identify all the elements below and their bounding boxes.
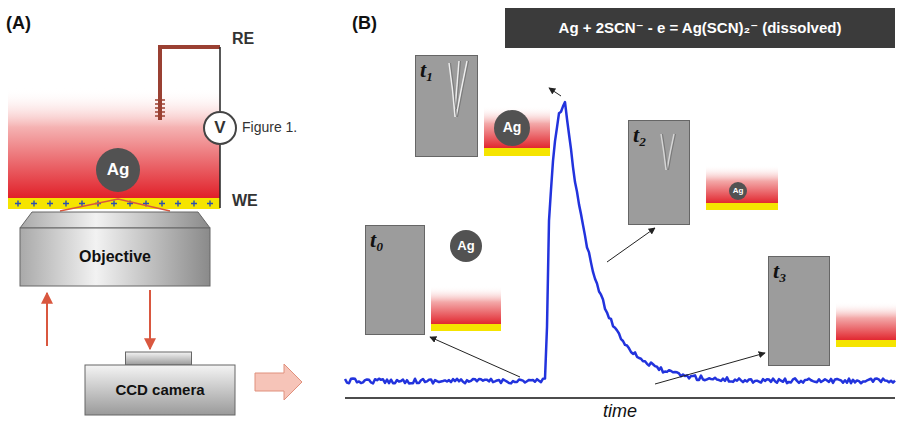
solution-layer — [484, 106, 550, 150]
silver-particle: Ag — [729, 182, 747, 200]
silver-particle: Ag — [450, 230, 482, 262]
time-axis — [345, 397, 895, 399]
node-text: Ag — [733, 187, 744, 196]
panel-letter: (A) — [6, 14, 31, 34]
solution-layer — [8, 88, 220, 200]
node-text: t₃ — [773, 259, 787, 283]
figure-note: Figure 1. — [242, 120, 297, 135]
terminal-name: RE — [232, 30, 254, 48]
objective-lens: Objective — [20, 212, 210, 286]
image-frame: t₁ — [415, 55, 478, 157]
voltmeter: V — [203, 111, 237, 145]
pointer-arrow — [430, 337, 520, 377]
gold-electrode — [484, 148, 550, 156]
silver-particle: Ag — [494, 110, 530, 146]
light-ray — [60, 199, 170, 211]
solution-layer — [706, 165, 778, 205]
image-frame: t₂ — [628, 120, 690, 225]
pointer-arrow — [607, 228, 655, 262]
image-frame: t₀ — [365, 225, 425, 335]
electrode-coil — [155, 100, 165, 116]
ccd-camera: CCD camera — [85, 352, 235, 415]
pointer-arrow — [549, 88, 561, 96]
silver-particle: Ag — [96, 148, 140, 192]
light-ray — [46, 293, 48, 346]
node-text: Ag + 2SCN⁻ - e = Ag(SCN)₂⁻ (dissolved) — [559, 20, 842, 37]
wire — [219, 47, 221, 111]
node-text: Ag — [503, 120, 522, 135]
surface-charge — [15, 201, 213, 207]
block-arrow — [255, 364, 302, 400]
gold-electrode — [706, 203, 778, 210]
node-text: t₁ — [420, 58, 434, 82]
gold-electrode — [431, 324, 501, 331]
solution-layer — [836, 302, 896, 342]
axis-title: time — [603, 402, 637, 422]
node-text: CCD camera — [115, 382, 204, 399]
node-text: Ag — [107, 161, 130, 180]
reference-electrode — [160, 47, 220, 120]
gold-electrode — [836, 340, 896, 347]
node-text: t₀ — [370, 228, 384, 252]
pointer-arrow — [655, 353, 765, 384]
light-ray — [149, 290, 151, 349]
solution-layer — [431, 286, 501, 326]
image-frame: t₃ — [768, 256, 830, 366]
node-text: Ag — [457, 239, 474, 253]
node-text: Objective — [79, 248, 151, 266]
node-text: t₂ — [633, 123, 647, 147]
reaction-equation: Ag + 2SCN⁻ - e = Ag(SCN)₂⁻ (dissolved) — [505, 8, 895, 48]
node-text: V — [214, 119, 225, 138]
wire — [219, 145, 221, 208]
terminal-name: WE — [232, 192, 258, 210]
panel-letter: (B) — [352, 14, 377, 34]
